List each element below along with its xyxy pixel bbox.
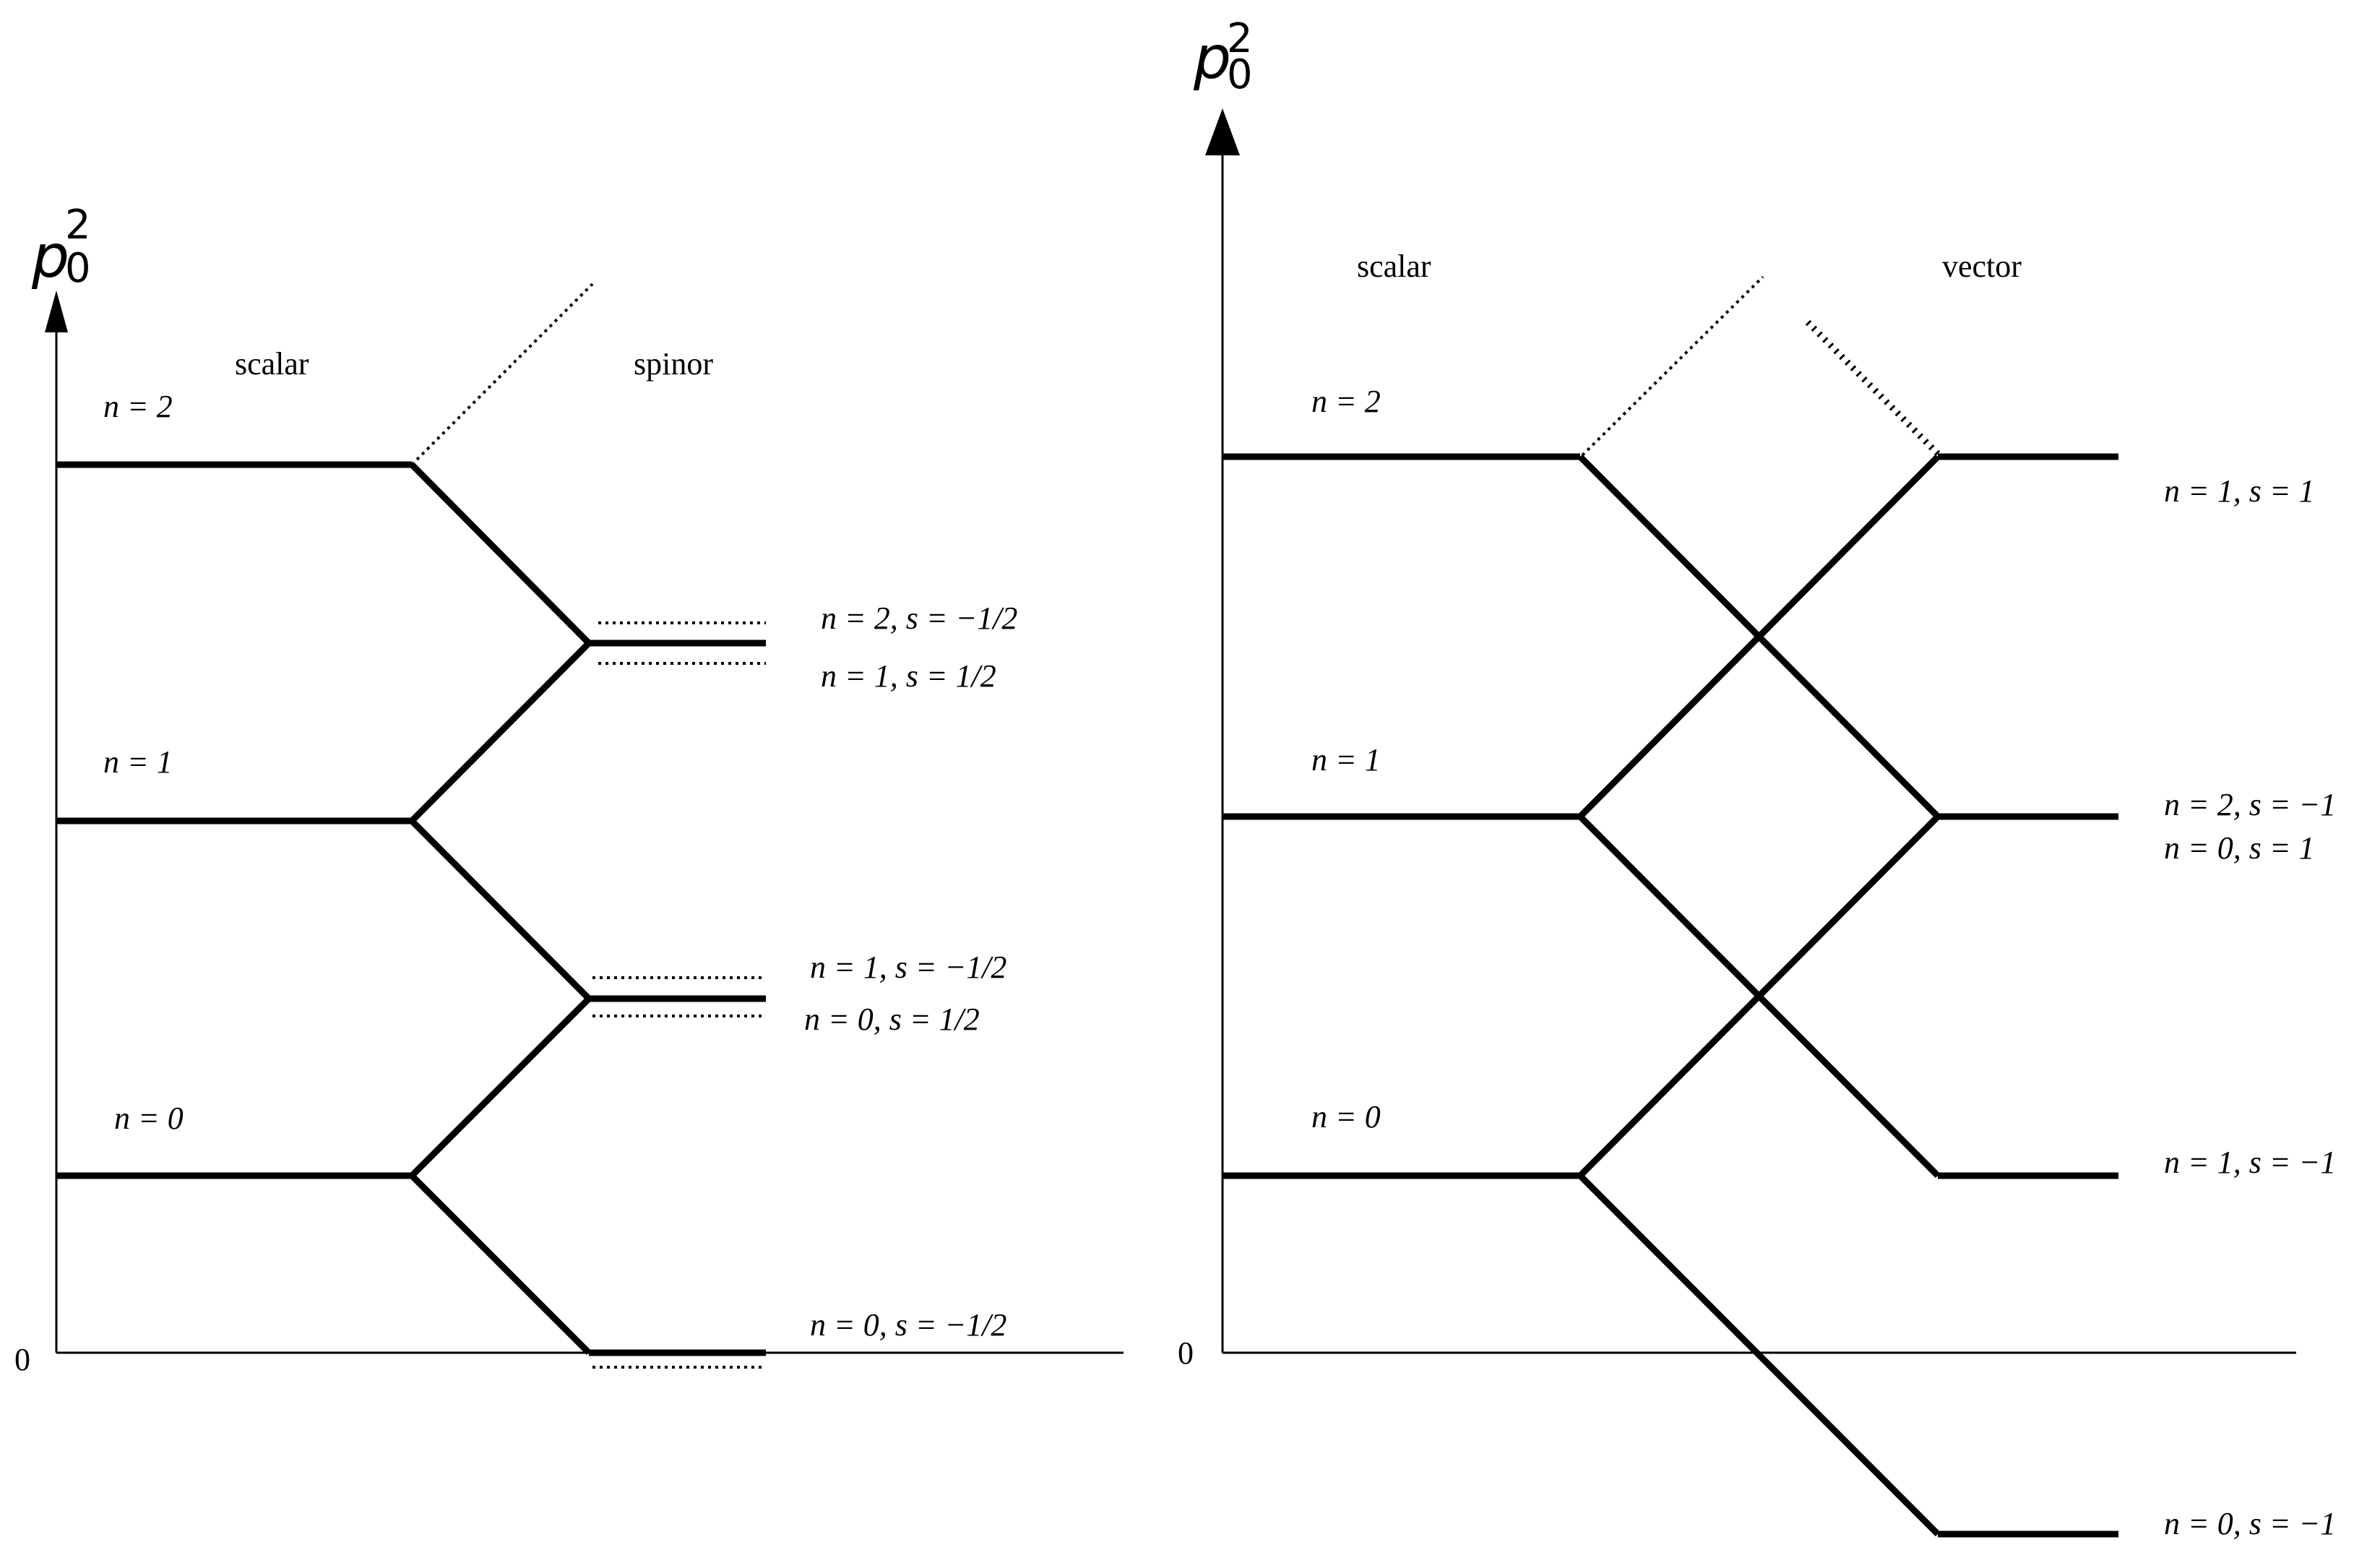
left-spinor-label-n0-s-half: n = 0, s = 1/2	[804, 1002, 980, 1037]
left-y-axis-arrow	[45, 290, 68, 332]
left-spinor-label-n1-s-minus-half: n = 1, s = −1/2	[810, 950, 1006, 985]
left-scalar-label-n2: n = 2	[103, 389, 173, 424]
left-scalar-label-n1: n = 1	[103, 744, 173, 780]
left-scalar-label-n0: n = 0	[114, 1101, 184, 1136]
right-vector-label-n2-s-minus1: n = 2, s = −1	[2164, 787, 2336, 822]
right-vector-label-n0-s1: n = 0, s = 1	[2164, 830, 2315, 866]
left-panel: p 2 0 0 scalar spinor n = 2 n = 1 n = 0 …	[14, 202, 1124, 1377]
left-column-label-spinor: spinor	[634, 346, 713, 382]
right-panel: p 2 0 0 scalar vector n = 2 n = 1 n = 0 …	[1178, 15, 2336, 1541]
left-origin-label: 0	[14, 1342, 30, 1377]
right-split-n2-up-dotted	[1581, 275, 1764, 457]
left-axis-title-sub: 0	[65, 245, 91, 292]
right-scalar-label-n1: n = 1	[1311, 742, 1381, 778]
right-axis-title-sup: 2	[1227, 15, 1253, 62]
left-spinor-label-n1-s-half: n = 1, s = 1/2	[821, 658, 996, 694]
left-split-n1-n0	[409, 818, 594, 1179]
right-split-n0-down	[1577, 1173, 1941, 1537]
right-scalar-label-n0: n = 0	[1311, 1099, 1381, 1134]
right-y-axis-arrow	[1205, 108, 1240, 155]
right-column-label-vector: vector	[1942, 249, 2022, 284]
right-split-n0-up	[1577, 814, 1941, 1179]
left-split-n2-n1	[409, 462, 594, 824]
right-vector-label-n1-s1: n = 1, s = 1	[2164, 473, 2315, 509]
right-split-hatched-segment	[1805, 319, 1941, 457]
right-column-label-scalar: scalar	[1357, 249, 1431, 284]
left-axis-title-var: p	[31, 223, 69, 291]
left-split-n0-down	[409, 1173, 592, 1356]
right-vector-label-n0-s-minus1: n = 0, s = −1	[2164, 1506, 2336, 1541]
left-axis-title-sup: 2	[65, 202, 91, 249]
left-spinor-label-n0-s-minus-half: n = 0, s = −1/2	[810, 1307, 1006, 1343]
right-scalar-label-n2: n = 2	[1311, 384, 1381, 419]
right-origin-label: 0	[1178, 1335, 1194, 1371]
left-spinor-label-n2-s-minus-half: n = 2, s = −1/2	[821, 600, 1017, 636]
right-axis-title-var: p	[1193, 24, 1231, 92]
right-vector-label-n1-s-minus1: n = 1, s = −1	[2164, 1145, 2336, 1180]
right-split-n1-up	[1577, 454, 1941, 819]
left-column-label-scalar: scalar	[235, 346, 309, 382]
left-split-n2-up-dotted	[410, 283, 594, 466]
right-axis-title-sub: 0	[1227, 51, 1253, 98]
